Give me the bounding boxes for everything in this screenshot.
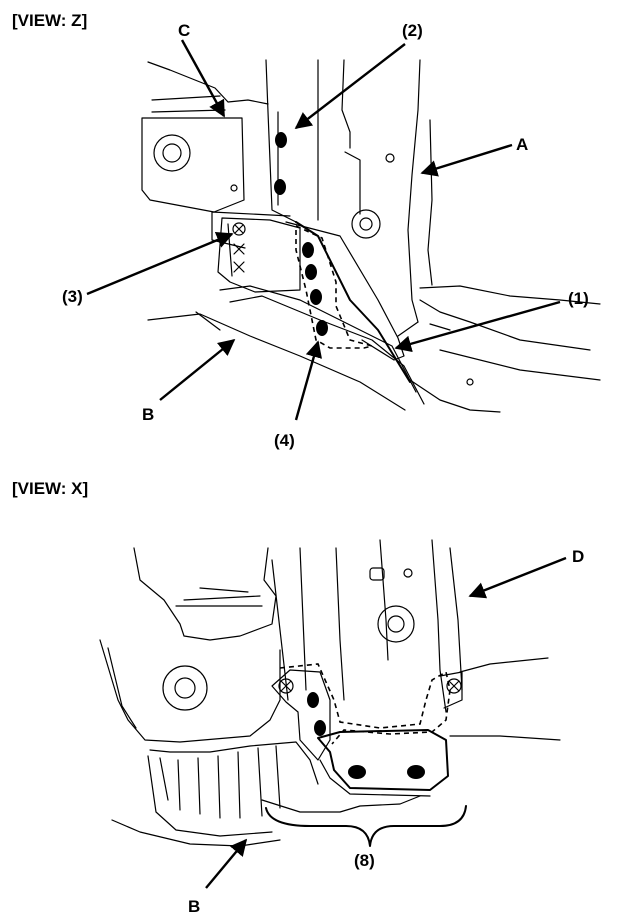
view-z-drawing xyxy=(141,59,601,413)
view-z-leaders xyxy=(86,39,561,421)
spot-weld-x2 xyxy=(314,720,326,736)
view-z-spot-welds xyxy=(274,132,328,336)
label-8: (8) xyxy=(354,851,375,870)
label-b-z: B xyxy=(142,405,154,424)
spot-weld-4b xyxy=(305,264,317,280)
label-c: C xyxy=(178,21,190,40)
label-d: D xyxy=(572,547,584,566)
label-a: A xyxy=(516,135,528,154)
label-3: (3) xyxy=(62,287,83,306)
spot-weld-2b xyxy=(274,179,286,195)
view-x-spot-welds xyxy=(307,692,425,779)
label-2: (2) xyxy=(402,21,423,40)
view-x-title: [VIEW: X] xyxy=(12,479,88,498)
spot-weld-4a xyxy=(302,242,314,258)
label-1: (1) xyxy=(568,289,589,308)
view-x-drawing xyxy=(99,539,561,847)
spot-weld-4d xyxy=(316,320,328,336)
spot-weld-4c xyxy=(310,289,322,305)
label-b-x: B xyxy=(188,897,200,916)
spot-weld-x4 xyxy=(407,765,425,779)
label-4: (4) xyxy=(274,431,295,450)
spot-weld-x1 xyxy=(307,692,319,708)
view-x-leaders xyxy=(205,556,567,889)
spot-weld-2a xyxy=(275,132,287,148)
spot-weld-x3 xyxy=(348,765,366,779)
view-z-title: [VIEW: Z] xyxy=(12,11,87,30)
